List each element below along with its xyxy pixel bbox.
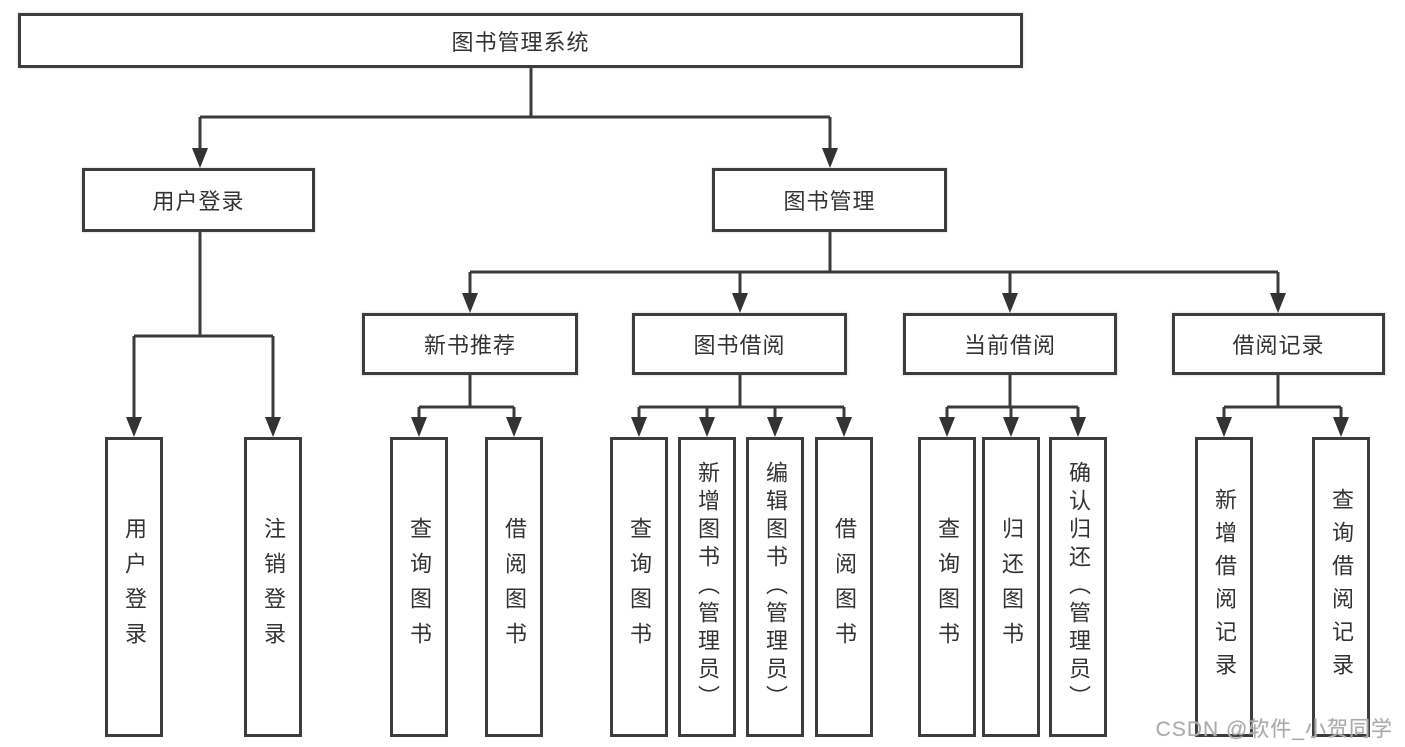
arrowhead [192, 148, 208, 168]
arrowhead [126, 417, 142, 437]
leaf-label: 注销登录 [261, 517, 286, 657]
arrowhead [836, 417, 852, 437]
leaf-borrow-books-newbook: 借阅图书 [485, 437, 543, 737]
arrowhead [767, 417, 783, 437]
leaf-query-borrow-record: 查询借阅记录 [1312, 437, 1370, 737]
connector-user-login-children [132, 232, 275, 419]
connector-book-borrow-children [637, 375, 846, 419]
leaf-add-borrow-record: 新增借阅记录 [1195, 437, 1253, 737]
leaf-query-books-newbook: 查询图书 [390, 437, 448, 737]
arrowhead [939, 417, 955, 437]
node-current-borrow: 当前借阅 [903, 313, 1117, 375]
node-new-book-recommend: 新书推荐 [362, 313, 578, 375]
leaf-label: 查询借阅记录 [1329, 488, 1354, 686]
arrowhead [822, 148, 838, 168]
leaf-add-books-admin: 新增图书（管理员） [678, 437, 736, 737]
leaf-logout: 注销登录 [244, 437, 302, 737]
arrowhead [699, 417, 715, 437]
leaf-edit-books-admin: 编辑图书（管理员） [746, 437, 804, 737]
node-label: 图书借阅 [693, 333, 786, 358]
leaf-label: 编辑图书（管理员） [763, 461, 788, 713]
leaf-query-books-current: 查询图书 [918, 437, 976, 737]
node-user-login: 用户登录 [82, 168, 315, 232]
node-label: 新书推荐 [423, 333, 516, 358]
connector-current-borrow-children [945, 375, 1080, 419]
leaf-label: 归还图书 [999, 517, 1024, 657]
arrowhead [631, 417, 647, 437]
csdn-watermark: CSDN @软件_小贺同学 [1155, 718, 1393, 741]
node-system-root: 图书管理系统 [18, 13, 1023, 68]
leaf-confirm-return-admin: 确认归还（管理员） [1049, 437, 1107, 737]
leaf-label: 用户登录 [122, 517, 147, 657]
connector-borrow-record-children [1222, 375, 1343, 419]
node-label: 用户登录 [152, 189, 245, 214]
arrowhead [411, 417, 427, 437]
node-label: 图书管理系统 [451, 29, 590, 55]
leaf-user-login: 用户登录 [105, 437, 163, 737]
leaf-label: 新增借阅记录 [1212, 488, 1237, 686]
node-book-management: 图书管理 [712, 168, 947, 232]
leaf-return-books: 归还图书 [982, 437, 1040, 737]
leaf-label: 借阅图书 [832, 517, 857, 657]
connector-book-mgmt-children [468, 232, 1280, 295]
arrowhead [1002, 293, 1018, 313]
leaf-label: 借阅图书 [502, 517, 527, 657]
arrowhead [732, 293, 748, 313]
arrowhead [506, 417, 522, 437]
leaf-label: 新增图书（管理员） [695, 461, 720, 713]
arrowhead [265, 417, 281, 437]
arrowhead [1333, 417, 1349, 437]
leaf-label: 查询图书 [407, 517, 432, 657]
connector-new-book-children [417, 375, 516, 419]
node-label: 借阅记录 [1232, 333, 1325, 358]
connector-root-to-level2 [198, 68, 832, 150]
arrowhead [462, 293, 478, 313]
arrowhead [1070, 417, 1086, 437]
leaf-label: 查询图书 [935, 517, 960, 657]
leaf-label: 查询图书 [627, 517, 652, 657]
arrowhead [1270, 293, 1286, 313]
arrowhead [1003, 417, 1019, 437]
arrowhead [1216, 417, 1232, 437]
leaf-query-books-borrow: 查询图书 [610, 437, 668, 737]
node-book-borrow: 图书借阅 [632, 313, 847, 375]
leaf-label: 确认归还（管理员） [1066, 461, 1091, 713]
node-label: 当前借阅 [963, 333, 1056, 358]
node-label: 图书管理 [783, 189, 876, 214]
node-borrow-record: 借阅记录 [1172, 313, 1385, 375]
leaf-borrow-books: 借阅图书 [815, 437, 873, 737]
